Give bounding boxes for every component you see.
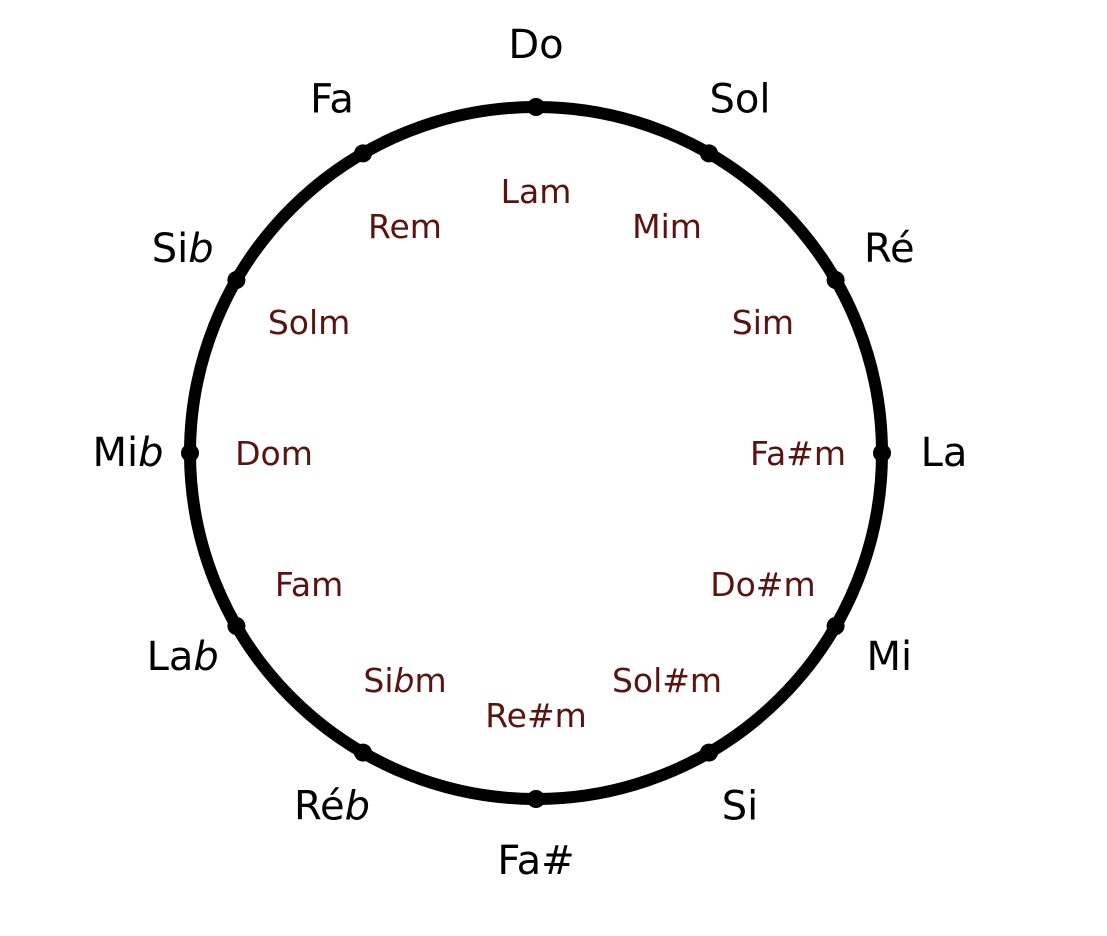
- key-dot: [354, 144, 372, 163]
- key-dot: [527, 98, 545, 116]
- major-key-si-flat: Sib: [152, 226, 214, 272]
- minor-key-si-minor: Sim: [732, 303, 794, 342]
- minor-key-do-minor: Dom: [235, 434, 313, 473]
- minor-key-fa-minor: Fam: [275, 565, 343, 604]
- minor-key-sol-minor: Solm: [268, 303, 350, 342]
- major-key-la-flat: Lab: [147, 634, 219, 680]
- key-dot: [227, 617, 246, 635]
- major-key-fa-sharp: Fa#: [497, 838, 574, 884]
- key-dot: [181, 444, 199, 462]
- major-key-re: Ré: [864, 226, 915, 272]
- key-dot: [826, 617, 845, 635]
- major-key-mi: Mi: [866, 634, 912, 680]
- key-dot: [527, 790, 545, 808]
- minor-key-re-minor: Rem: [368, 207, 442, 246]
- minor-key-do-sharp-minor: Do#m: [710, 565, 815, 604]
- major-key-fa: Fa: [310, 77, 354, 123]
- major-key-do: Do: [508, 22, 563, 68]
- key-dot: [873, 444, 891, 462]
- key-dot: [700, 743, 718, 762]
- major-key-la: La: [921, 430, 968, 476]
- key-dot: [700, 144, 718, 163]
- key-dot: [826, 271, 845, 289]
- minor-key-fa-sharp-minor: Fa#m: [750, 434, 846, 473]
- minor-key-sol-sharp-minor: Sol#m: [612, 660, 722, 699]
- major-key-re-flat: Réb: [294, 783, 370, 829]
- major-key-sol: Sol: [710, 77, 771, 123]
- key-dot: [354, 743, 372, 762]
- minor-key-si-flat-minor: Sibm: [363, 660, 446, 699]
- minor-key-la-minor: Lam: [501, 172, 572, 211]
- key-position-dots: [181, 98, 891, 808]
- major-key-mi-flat: Mib: [92, 430, 163, 476]
- key-dot: [227, 271, 246, 289]
- minor-key-re-sharp-minor: Re#m: [485, 696, 587, 735]
- minor-key-mi-minor: Mim: [632, 207, 702, 246]
- major-key-si: Si: [722, 783, 759, 829]
